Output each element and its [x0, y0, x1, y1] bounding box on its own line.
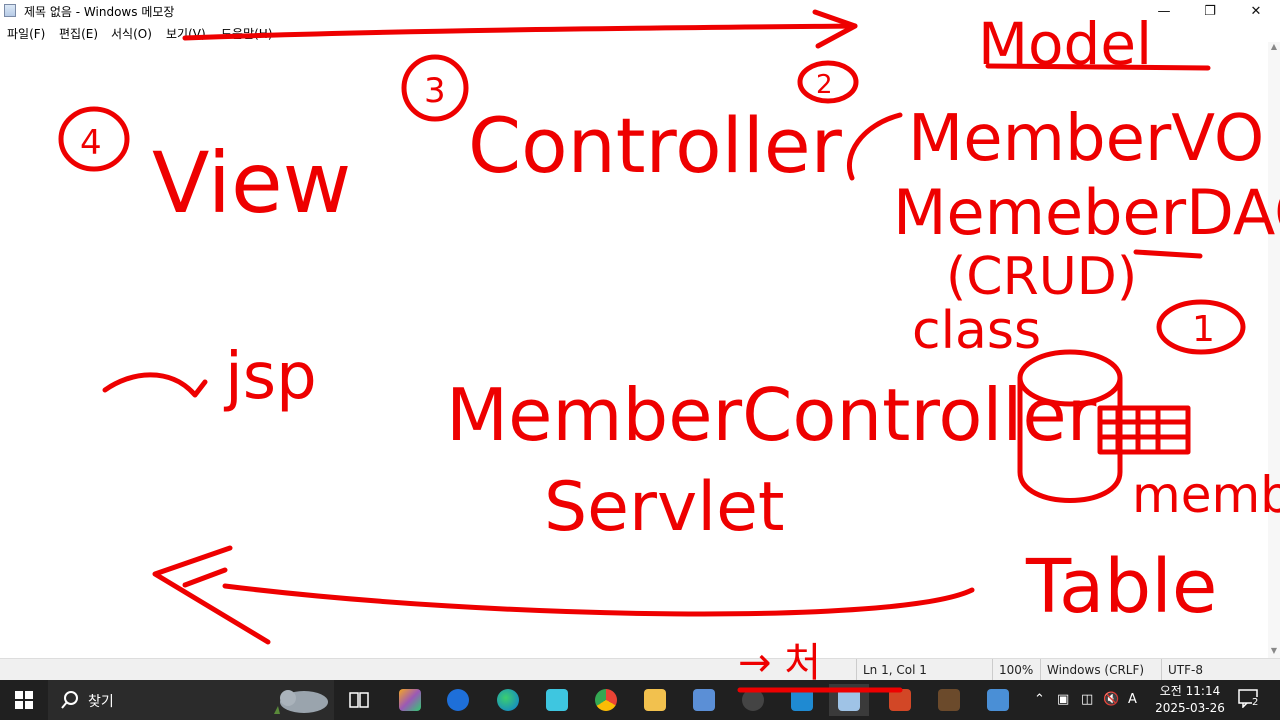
windows-icon [15, 691, 33, 709]
close-icon[interactable]: ✕ [1250, 3, 1262, 19]
media-app[interactable] [978, 684, 1018, 716]
app-icon [546, 689, 568, 711]
chrome-app[interactable] [586, 684, 626, 716]
vertical-scrollbar[interactable]: ▲ ▼ [1268, 42, 1280, 658]
menu-bar: 파일(F) 편집(E) 서식(O) 보기(V) 도움말(H) [0, 22, 1280, 43]
folder-icon [644, 689, 666, 711]
vscode-app[interactable] [782, 684, 822, 716]
menu-help[interactable]: 도움말(H) [221, 27, 273, 41]
clock-time: 오전 11:14 [1159, 684, 1221, 698]
window-title: 제목 없음 - Windows 메모장 [24, 5, 175, 19]
minimize-icon[interactable]: — [1157, 3, 1171, 19]
pinned-app[interactable] [438, 684, 478, 716]
app-swift[interactable] [537, 684, 577, 716]
task-view-button[interactable] [339, 684, 379, 716]
text-editor[interactable] [0, 42, 1268, 658]
status-bar: Ln 1, Col 1 100% Windows (CRLF) UTF-8 [0, 658, 1280, 681]
game-icon [938, 689, 960, 711]
edge-icon [497, 689, 519, 711]
search-icon [61, 691, 78, 709]
file-explorer-app[interactable] [635, 684, 675, 716]
clock-date: 2025-03-26 [1155, 701, 1225, 715]
notepad-icon [838, 689, 860, 711]
task-view-icon [349, 692, 369, 708]
notepad-app[interactable] [829, 684, 869, 716]
clock[interactable]: 오전 11:14 2025-03-26 [1150, 683, 1230, 717]
notification-button[interactable]: 2 [1238, 688, 1264, 712]
snipping-app[interactable] [684, 684, 724, 716]
powerpoint-icon [889, 689, 911, 711]
game-app[interactable] [929, 684, 969, 716]
copilot-icon [399, 689, 421, 711]
encoding: UTF-8 [1161, 659, 1268, 681]
network-icon[interactable]: ▣ [1057, 692, 1070, 707]
notification-count: 2 [1252, 697, 1259, 708]
vscode-icon [791, 689, 813, 711]
zoom-level: 100% [992, 659, 1040, 681]
start-button[interactable] [4, 684, 44, 716]
eye-icon [742, 689, 764, 711]
copilot-app[interactable] [390, 684, 430, 716]
app-icon [447, 689, 469, 711]
menu-file[interactable]: 파일(F) [7, 27, 46, 41]
ime-indicator[interactable]: A [1128, 692, 1137, 707]
notification-icon [1238, 689, 1258, 709]
manatee-icon [274, 690, 328, 714]
edge-app[interactable] [488, 684, 528, 716]
media-icon [987, 689, 1009, 711]
scroll-up-icon[interactable]: ▲ [1270, 42, 1278, 51]
menu-edit[interactable]: 편집(E) [59, 27, 99, 41]
cursor-position: Ln 1, Col 1 [856, 659, 992, 681]
taskbar: 찾기 ⌃ ▣ ◫ 🔇 A 오전 11:14 2025-03-26 2 [0, 680, 1280, 720]
line-ending: Windows (CRLF) [1040, 659, 1161, 681]
menu-view[interactable]: 보기(V) [166, 27, 206, 41]
chevron-up-icon[interactable]: ⌃ [1034, 692, 1045, 707]
restore-icon[interactable]: ❐ [1204, 3, 1216, 19]
volume-muted-icon[interactable]: 🔇 [1103, 692, 1120, 707]
menu-format[interactable]: 서식(O) [111, 27, 152, 41]
magnifier-icon [693, 689, 715, 711]
search-label: 찾기 [88, 694, 114, 710]
powerpoint-app[interactable] [880, 684, 920, 716]
eye-app[interactable] [733, 684, 773, 716]
taskbar-search[interactable]: 찾기 [48, 680, 334, 720]
title-bar: 제목 없음 - Windows 메모장 — ❐ ✕ [0, 0, 1280, 22]
notepad-icon [4, 4, 16, 17]
chrome-icon [595, 689, 617, 711]
wifi-icon[interactable]: ◫ [1081, 692, 1094, 707]
scroll-down-icon[interactable]: ▼ [1270, 646, 1278, 655]
